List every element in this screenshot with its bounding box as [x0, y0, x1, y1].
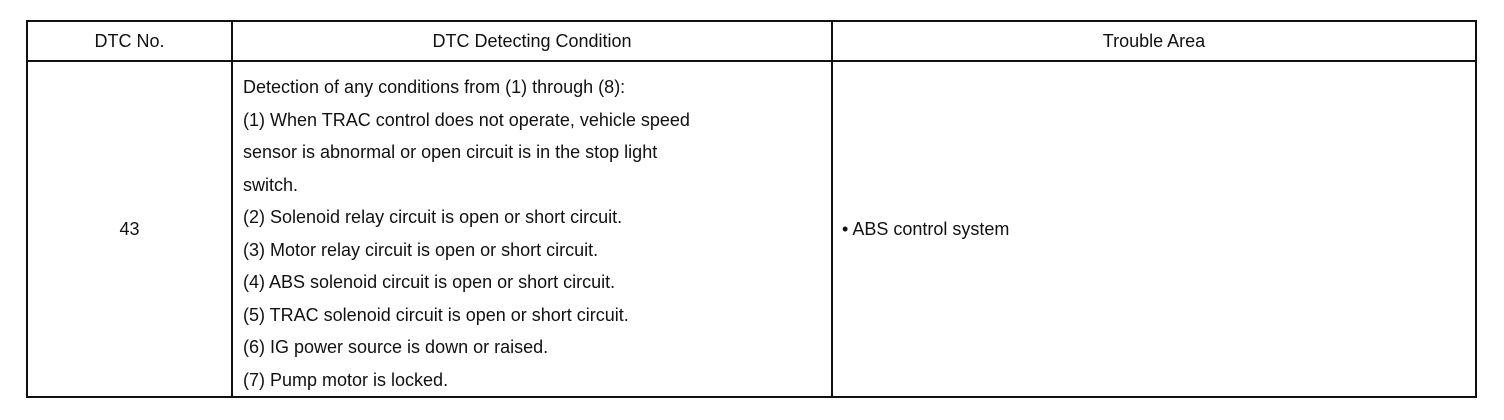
cell-trouble-area: •ABS control system	[831, 60, 1477, 398]
cell-dtc-no: 43	[26, 60, 233, 398]
trouble-area-text: ABS control system	[852, 218, 1010, 239]
condition-line: sensor is abnormal or open circuit is in…	[243, 142, 658, 162]
bullet-icon: •	[842, 218, 849, 239]
header-dtc-no: DTC No.	[26, 20, 233, 62]
condition-line: switch.	[243, 174, 299, 195]
condition-line: (3) Motor relay circuit is open or short…	[243, 239, 599, 260]
condition-line: (7) Pump motor is locked.	[243, 369, 449, 390]
header-trouble-area: Trouble Area	[831, 20, 1477, 62]
table-row: 43 Detection of any conditions from (1) …	[26, 60, 1477, 398]
condition-line: (4) ABS solenoid circuit is open or shor…	[243, 272, 616, 292]
condition-line: Detection of any conditions from (1) thr…	[243, 77, 626, 97]
condition-line: (6) IG power source is down or raised.	[243, 337, 549, 357]
condition-line: (2) Solenoid relay circuit is open or sh…	[243, 207, 623, 227]
header-row: DTC No. DTC Detecting Condition Trouble …	[26, 20, 1477, 62]
table-header: DTC No. DTC Detecting Condition Trouble …	[26, 20, 1477, 62]
table-body: 43 Detection of any conditions from (1) …	[26, 60, 1477, 398]
header-detecting-condition: DTC Detecting Condition	[231, 20, 833, 62]
condition-line: (5) TRAC solenoid circuit is open or sho…	[243, 304, 629, 325]
cell-detecting-condition: Detection of any conditions from (1) thr…	[231, 60, 833, 398]
dtc-table: DTC No. DTC Detecting Condition Trouble …	[26, 20, 1477, 398]
condition-line: (1) When TRAC control does not operate, …	[243, 109, 690, 130]
